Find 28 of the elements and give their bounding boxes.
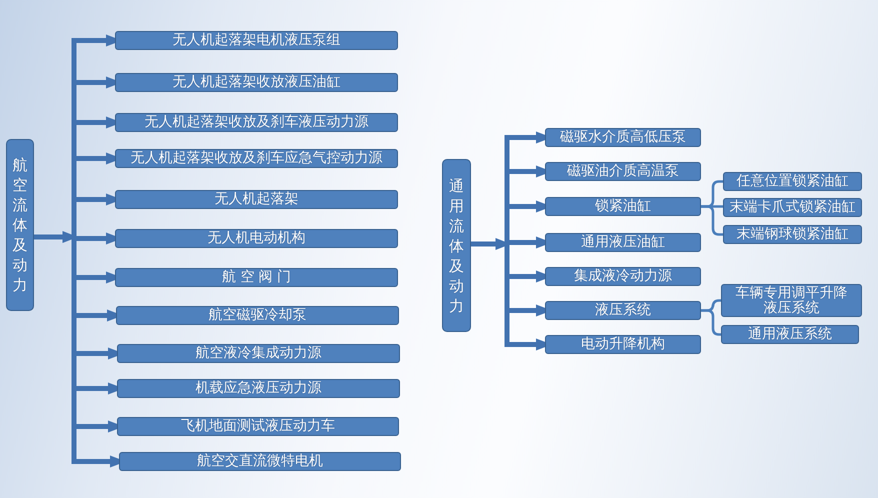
- item-box: 飞机地面测试液压动力车: [117, 417, 399, 436]
- item-box: 机载应急液压动力源: [117, 379, 400, 398]
- item-box: 无人机起落架电机液压泵组: [115, 31, 398, 50]
- item-box: 无人机电动机构: [115, 229, 398, 248]
- item-box: 航 空 阀 门: [115, 268, 398, 287]
- item-box: 无人机起落架收放及刹车液压动力源: [115, 113, 398, 132]
- sub-item-box: 末端卡爪式锁紧油缸: [723, 198, 862, 217]
- item-box: 磁驱油介质高温泵: [545, 162, 701, 181]
- item-box: 航空磁驱冷却泵: [116, 306, 399, 325]
- sub-item-box: 通用液压系统: [721, 325, 859, 344]
- item-box: 航空交直流微特电机: [119, 452, 401, 471]
- category-box: 航空流体及动力: [6, 139, 34, 311]
- sub-item-box: 末端钢球锁紧油缸: [723, 225, 862, 244]
- item-box: 无人机起落架收放及刹车应急气控动力源: [115, 149, 398, 168]
- bracket-connector: [701, 205, 723, 236]
- item-box: 无人机起落架: [115, 190, 398, 209]
- category-box: 通用流体及动力: [442, 159, 471, 332]
- item-box: 液压系统: [545, 301, 701, 320]
- sub-item-box: 车辆专用调平升降液压系统: [721, 284, 862, 317]
- bracket-connector: [701, 309, 721, 336]
- item-box: 锁紧油缸: [545, 197, 701, 216]
- item-box: 航空液冷集成动力源: [117, 344, 400, 363]
- item-box: 无人机起落架收放液压油缸: [115, 73, 398, 92]
- item-box: 通用液压油缸: [545, 233, 701, 252]
- item-box: 电动升降机构: [545, 335, 701, 354]
- sub-item-box: 任意位置锁紧油缸: [723, 172, 862, 191]
- item-box: 磁驱水介质高低压泵: [545, 128, 701, 147]
- item-box: 集成液冷动力源: [545, 267, 701, 286]
